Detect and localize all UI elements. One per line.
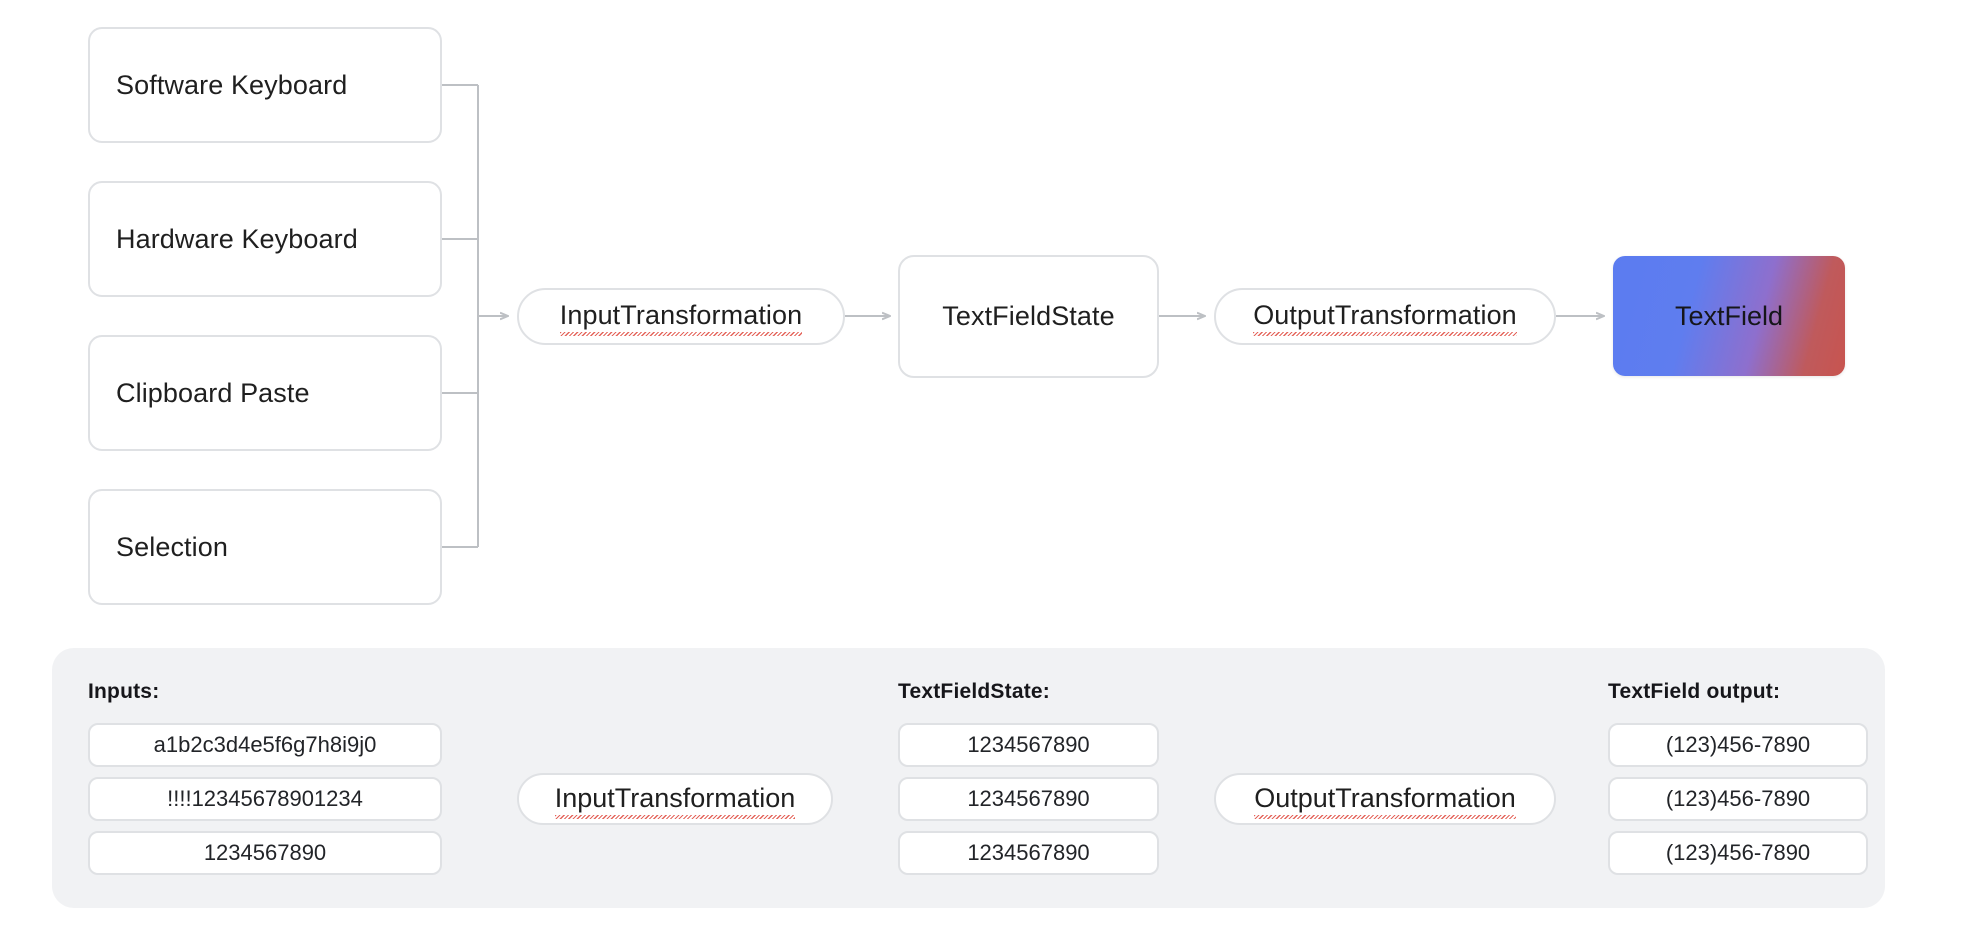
output-value-text: (123)456-7890 xyxy=(1665,786,1811,811)
source-box-label: Clipboard Paste xyxy=(116,377,310,408)
state-value-text: 1234567890 xyxy=(967,732,1090,757)
node-input-transformation[interactable]: InputTransformation xyxy=(517,288,845,345)
source-box-label: Hardware Keyboard xyxy=(116,223,358,254)
output-value-box[interactable]: (123)456-7890 xyxy=(1608,723,1868,767)
source-box-clipboard-paste[interactable]: Clipboard Paste xyxy=(88,335,442,451)
panel-node-label: InputTransformation xyxy=(554,783,795,819)
panel-output-transformation[interactable]: OutputTransformation xyxy=(1214,773,1556,825)
input-value-text: 1234567890 xyxy=(203,840,327,865)
state-heading: TextFieldState: xyxy=(898,680,1050,703)
source-box-hardware-keyboard[interactable]: Hardware Keyboard xyxy=(88,181,442,297)
node-label: TextField xyxy=(1674,300,1784,331)
state-value-text: 1234567890 xyxy=(967,786,1090,811)
input-value-box[interactable]: 1234567890 xyxy=(88,831,442,875)
input-value-text: !!!!12345678901234 xyxy=(167,786,363,811)
node-textfield[interactable]: TextField xyxy=(1613,256,1845,376)
source-box-software-keyboard[interactable]: Software Keyboard xyxy=(88,27,442,143)
panel-input-transformation[interactable]: InputTransformation xyxy=(517,773,833,825)
state-value-box[interactable]: 1234567890 xyxy=(898,777,1159,821)
source-box-selection[interactable]: Selection xyxy=(88,489,442,605)
input-value-text: a1b2c3d4e5f6g7h8i9j0 xyxy=(153,732,377,757)
state-value-box[interactable]: 1234567890 xyxy=(898,723,1159,767)
node-textfield-state[interactable]: TextFieldState xyxy=(898,255,1159,378)
output-value-text: (123)456-7890 xyxy=(1665,732,1811,757)
input-value-box[interactable]: !!!!12345678901234 xyxy=(88,777,442,821)
node-output-transformation[interactable]: OutputTransformation xyxy=(1214,288,1556,345)
node-label: TextFieldState xyxy=(942,301,1115,331)
node-label: OutputTransformation xyxy=(1253,300,1517,336)
source-box-label: Selection xyxy=(116,531,228,562)
output-value-box[interactable]: (123)456-7890 xyxy=(1608,777,1868,821)
state-value-text: 1234567890 xyxy=(967,840,1090,865)
source-box-label: Software Keyboard xyxy=(116,69,348,100)
panel-node-label: OutputTransformation xyxy=(1254,783,1516,819)
state-value-box[interactable]: 1234567890 xyxy=(898,831,1159,875)
inputs-heading: Inputs: xyxy=(88,680,160,703)
output-value-box[interactable]: (123)456-7890 xyxy=(1608,831,1868,875)
output-heading: TextField output: xyxy=(1608,680,1781,703)
input-value-box[interactable]: a1b2c3d4e5f6g7h8i9j0 xyxy=(88,723,442,767)
node-label: InputTransformation xyxy=(559,300,803,336)
output-value-text: (123)456-7890 xyxy=(1665,840,1811,865)
